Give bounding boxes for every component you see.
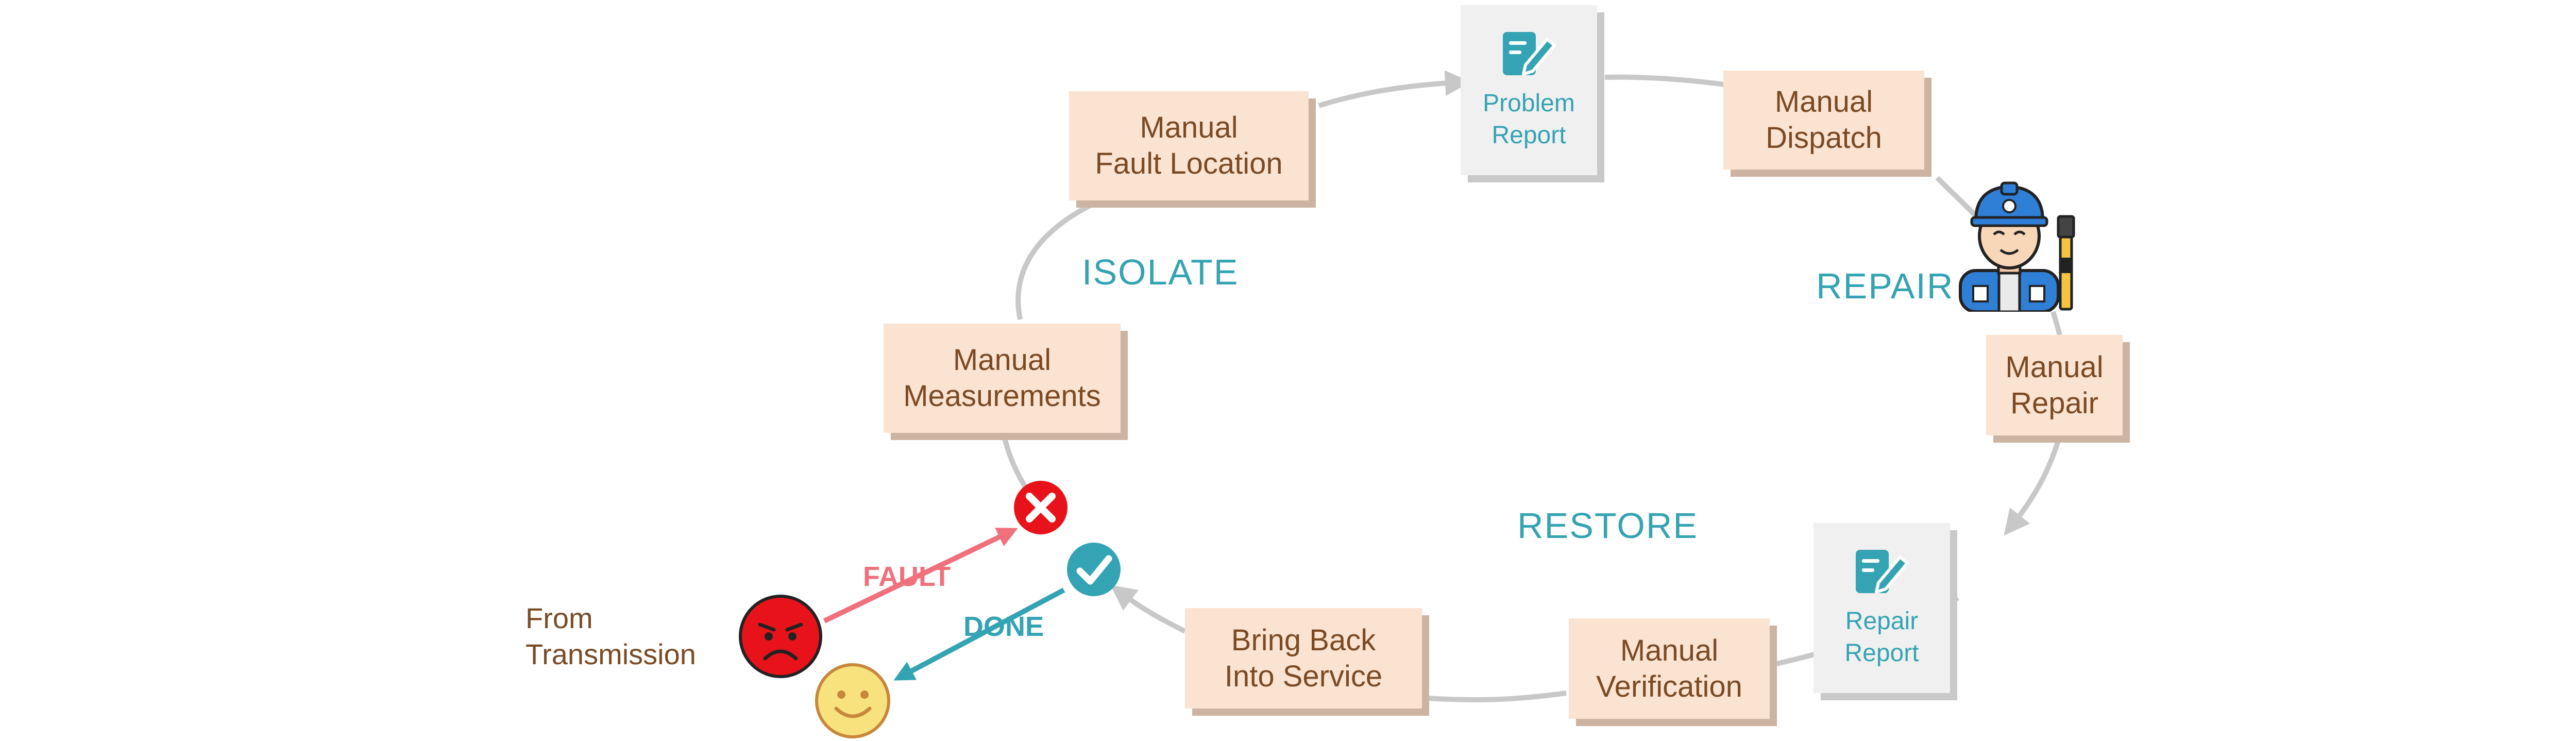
source-label: From Transmission — [526, 600, 696, 672]
x-circle-icon — [1014, 481, 1067, 534]
connector-verification-to-bring-back — [1427, 691, 1567, 702]
report-label-line-1: Problem — [1483, 89, 1575, 117]
fault-label: FAULT — [863, 561, 951, 592]
connector-bring-back-to-done — [1110, 585, 1187, 634]
document-edit-icon — [1502, 31, 1556, 76]
step-label-line-1: Manual — [1774, 85, 1873, 119]
source-label-line-2: Transmission — [526, 638, 696, 670]
angry-face-icon — [739, 595, 822, 678]
step-bring-back-into-service: Bring Back Into Service — [1185, 608, 1422, 709]
connector-measurements-to-fault — [1015, 196, 1107, 320]
connector-worker-to-manual-repair — [2050, 311, 2062, 336]
step-label-line-2: Fault Location — [1095, 147, 1283, 180]
report-label-line-1: Repair — [1845, 607, 1919, 635]
technician-icon — [1959, 181, 2075, 312]
smiley-face-icon — [815, 663, 890, 738]
step-label-line-1: Manual — [1620, 633, 1719, 667]
fault-arrow — [823, 528, 1018, 624]
report-label-line-2: Report — [1492, 122, 1566, 149]
step-label-line-2: Verification — [1596, 669, 1742, 703]
step-manual-verification: Manual Verification — [1569, 618, 1770, 719]
step-label-line-1: Manual — [1140, 111, 1238, 145]
connector-measurements-to-fault-marker — [1002, 437, 1028, 489]
phase-label-isolate: ISOLATE — [1082, 252, 1239, 292]
step-label-line-1: Bring Back — [1231, 623, 1376, 657]
connector-repair-to-repair-report — [2004, 440, 2061, 536]
report-label-line-2: Report — [1844, 639, 1919, 667]
done-arrow — [893, 587, 1065, 681]
repair-report-box: Repair Report — [1814, 523, 1950, 693]
done-label: DONE — [963, 611, 1044, 642]
problem-report-box: Problem Report — [1461, 5, 1597, 175]
connector-fault-to-problem-report — [1318, 70, 1471, 108]
step-manual-fault-location: Manual Fault Location — [1069, 91, 1309, 200]
source-label-line-1: From — [526, 602, 593, 634]
step-label-line-2: Measurements — [903, 379, 1101, 413]
step-manual-dispatch: Manual Dispatch — [1723, 71, 1924, 170]
document-edit-icon — [1855, 549, 1909, 594]
step-label-line-2: Into Service — [1224, 659, 1383, 693]
phase-label-repair: REPAIR — [1816, 266, 1954, 306]
check-circle-icon — [1067, 543, 1121, 596]
connector-problem-report-to-dispatch — [1604, 74, 1729, 88]
step-label-line-1: Manual — [2005, 350, 2104, 384]
step-label-line-2: Repair — [2010, 386, 2098, 420]
step-manual-measurements: Manual Measurements — [884, 324, 1121, 433]
phase-label-restore: RESTORE — [1517, 506, 1699, 546]
step-label-line-2: Dispatch — [1766, 121, 1882, 155]
step-manual-repair: Manual Repair — [1986, 335, 2123, 435]
step-label-line-1: Manual — [953, 343, 1052, 377]
